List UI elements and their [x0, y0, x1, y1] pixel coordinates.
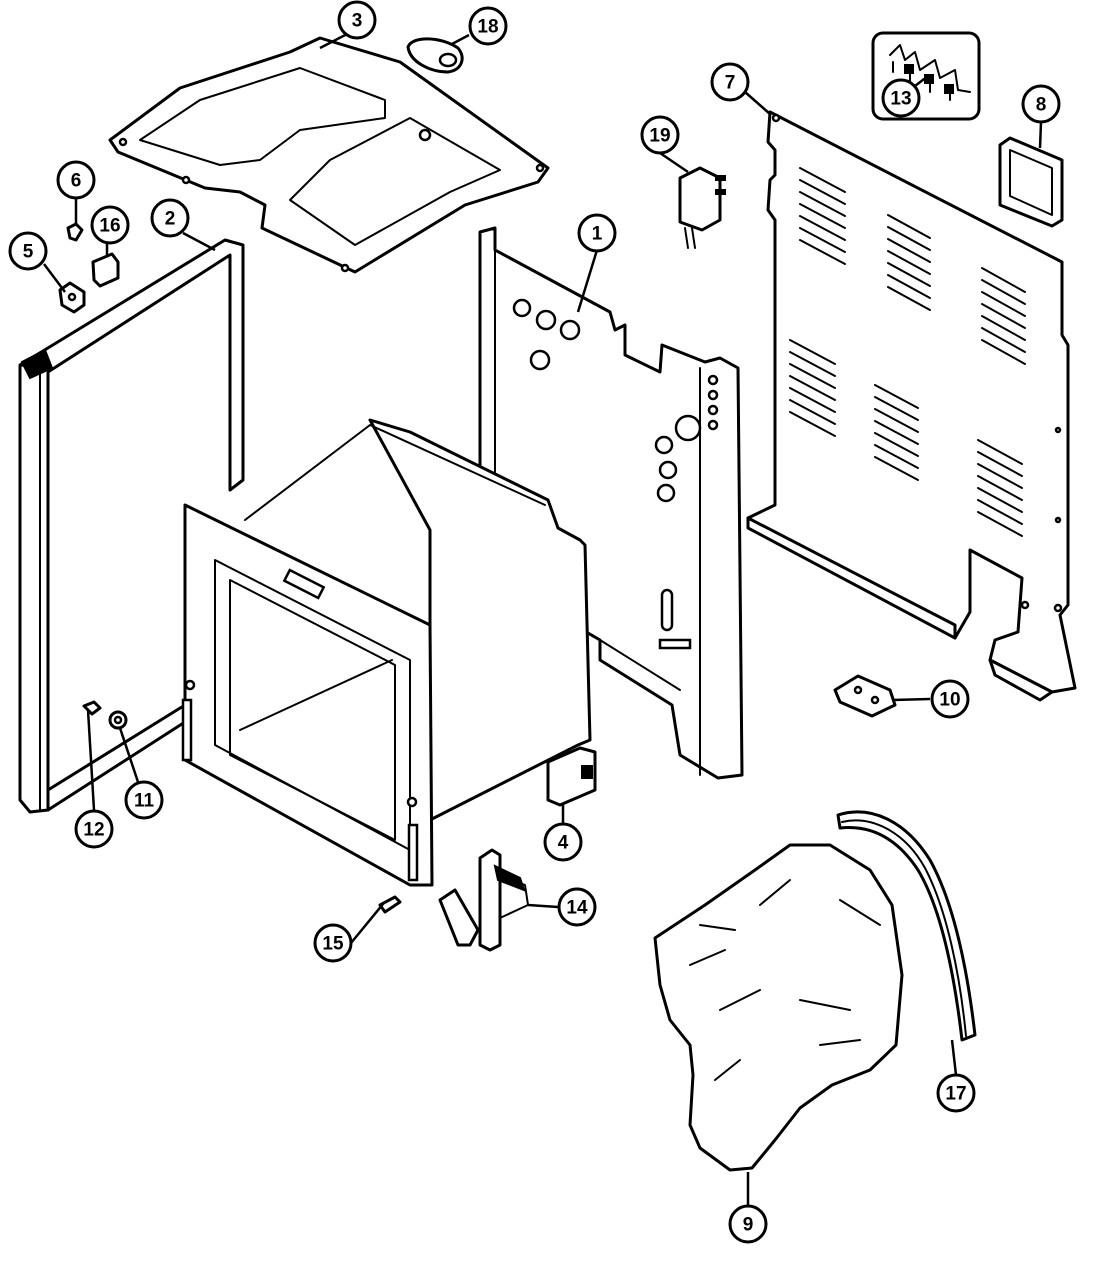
callout: 16: [90, 205, 130, 245]
callout-label: 15: [322, 934, 344, 955]
callout: 14: [557, 887, 597, 927]
callout-label: 13: [890, 89, 911, 110]
callout-circle: [930, 679, 970, 719]
rear-bracket-part: [833, 674, 897, 718]
callout: 9: [728, 1204, 768, 1244]
callout-label: 14: [566, 898, 588, 919]
callout-circle: [1021, 84, 1061, 124]
callout-circle: [124, 780, 164, 820]
callout-circle: [56, 160, 96, 200]
callout-label: 16: [99, 216, 120, 237]
callout-circle: [881, 78, 921, 118]
callout-circle: [313, 923, 353, 963]
callout-label: 5: [23, 242, 34, 263]
callout-circle: [90, 205, 130, 245]
callout-circle: [710, 62, 750, 102]
callout-label: 19: [649, 126, 670, 147]
power-cord-part: [678, 166, 726, 249]
vent-louvers: [789, 167, 1026, 537]
callout-label: 10: [939, 690, 960, 711]
small-bracket-part: [58, 281, 86, 314]
callout-label: 18: [477, 17, 498, 38]
leader-lines: [43, 30, 1043, 1206]
callout: 2: [150, 198, 190, 238]
callout-label: 11: [134, 791, 155, 812]
callout-circle: [543, 822, 583, 862]
screw-part: [66, 222, 84, 242]
hinge-part: [438, 848, 529, 952]
callout: 19: [640, 115, 680, 155]
callout: 18: [468, 6, 508, 46]
callout-label: 8: [1036, 95, 1047, 116]
callout-label: 6: [71, 171, 82, 192]
callout: 17: [936, 1073, 976, 1113]
insulation-blanket-part: [653, 843, 904, 1172]
callout: 7: [710, 62, 750, 102]
callout-label: 7: [725, 73, 736, 94]
callout: 3: [337, 0, 377, 40]
callout: 13: [881, 78, 921, 118]
callout: 5: [8, 231, 48, 271]
callout-circle: [8, 231, 48, 271]
callout-label: 17: [945, 1084, 966, 1105]
callout-circle: [557, 887, 597, 927]
callout-label: 3: [352, 11, 363, 32]
callout-label: 9: [743, 1215, 754, 1236]
callout-circle: [74, 809, 114, 849]
rear-panel-part: [746, 110, 1077, 702]
callout: 10: [930, 679, 970, 719]
callout-circle: [728, 1204, 768, 1244]
callout: 8: [1021, 84, 1061, 124]
callout-circle: [337, 0, 377, 40]
cavity-screw-part: [378, 895, 402, 914]
callout: 15: [313, 923, 353, 963]
callout-circle: [936, 1073, 976, 1113]
callout-circle: [640, 115, 680, 155]
door-frame-part: [18, 238, 245, 814]
callout-label: 12: [83, 820, 104, 841]
callout-circle: [577, 213, 617, 253]
callout: 12: [74, 809, 114, 849]
callout-label: 1: [592, 224, 603, 245]
callout-circle: [150, 198, 190, 238]
callout: 4: [543, 822, 583, 862]
side-bracket-part: [546, 746, 597, 807]
rear-cover-part: [998, 136, 1064, 228]
door-screw-part: [82, 700, 102, 716]
oven-cavity-part: [181, 418, 592, 887]
top-cap-part: [406, 37, 464, 74]
clip-part: [91, 252, 120, 288]
callout-circle: [468, 6, 508, 46]
callout: 6: [56, 160, 96, 200]
callout: 1: [577, 213, 617, 253]
top-panel-part: [108, 36, 550, 274]
callout-label: 2: [165, 209, 176, 230]
bumper-part: [108, 710, 128, 730]
callout: 11: [124, 780, 164, 820]
gasket-strip-part: [836, 810, 977, 1042]
callout-label: 4: [558, 833, 569, 854]
